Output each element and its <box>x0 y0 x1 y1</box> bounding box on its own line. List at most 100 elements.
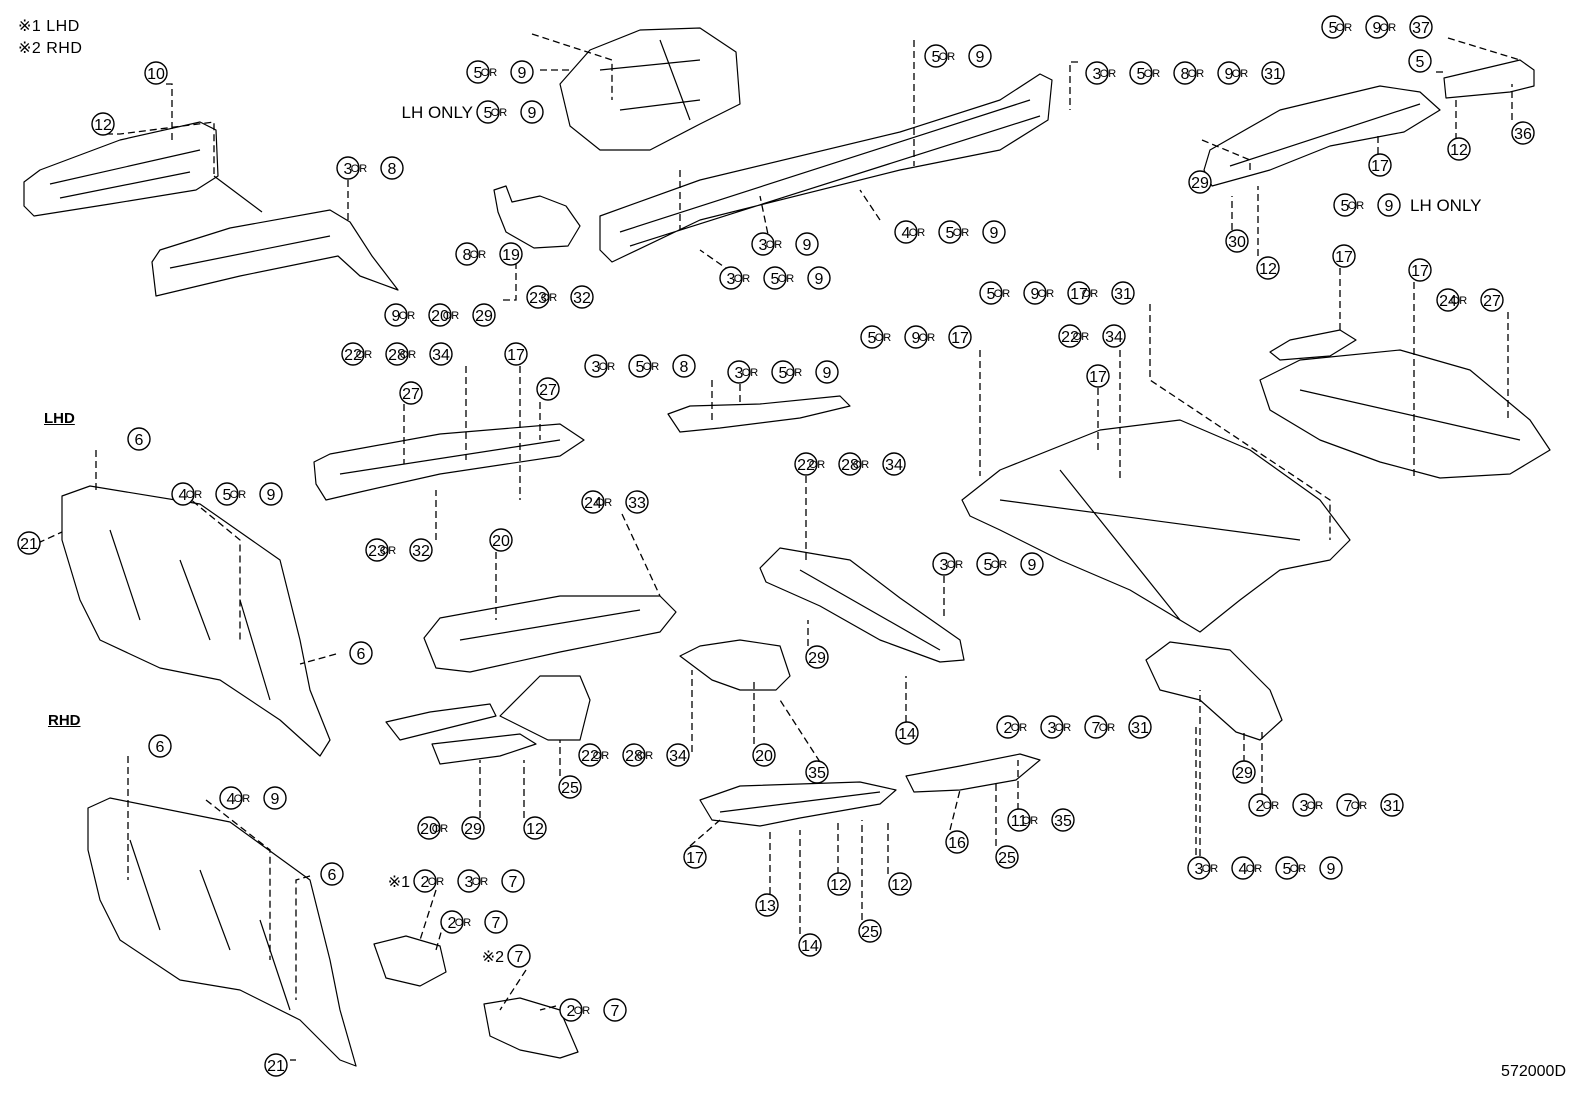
svg-text:3: 3 <box>344 161 353 178</box>
svg-text:32: 32 <box>573 290 591 307</box>
svg-text:12: 12 <box>526 821 544 838</box>
part-number: 25 <box>858 919 882 943</box>
svg-text:9: 9 <box>823 365 832 382</box>
or-separator: OR <box>470 249 487 261</box>
part-number: 30 <box>1225 229 1249 253</box>
or-separator: OR <box>637 750 654 762</box>
or-separator: OR <box>1336 22 1353 34</box>
part-number: 20 <box>489 528 513 552</box>
or-separator: OR <box>351 163 368 175</box>
or-separator: OR <box>947 559 964 571</box>
part-number: 17 <box>948 325 972 349</box>
part-number: 37 <box>1409 15 1433 39</box>
callout-29: 29 <box>1188 170 1212 194</box>
callout-21: 21 <box>264 1053 288 1077</box>
callout-6: 6 <box>127 427 151 451</box>
part-number: 23 <box>526 285 550 309</box>
svg-text:4: 4 <box>902 225 911 242</box>
svg-text:34: 34 <box>432 347 450 364</box>
svg-text:31: 31 <box>1383 798 1401 815</box>
or-separator: OR <box>1246 863 1263 875</box>
svg-text:24: 24 <box>584 495 602 512</box>
or-separator: OR <box>953 227 970 239</box>
svg-text:34: 34 <box>669 748 687 765</box>
part-number: 5 <box>476 100 500 124</box>
svg-text:33: 33 <box>628 495 646 512</box>
panel-part <box>679 639 791 691</box>
svg-text:9: 9 <box>1225 66 1234 83</box>
or-separator: OR <box>428 876 445 888</box>
svg-text:5: 5 <box>474 65 483 82</box>
svg-text:28: 28 <box>388 347 406 364</box>
callout-17: 17 <box>1408 258 1432 282</box>
part-number: 13 <box>755 893 779 917</box>
leader-line <box>859 189 881 221</box>
part-number: 4 <box>219 786 243 810</box>
svg-text:16: 16 <box>948 835 966 852</box>
svg-text:17: 17 <box>1371 158 1389 175</box>
svg-text:2: 2 <box>567 1003 576 1020</box>
callout-27: 27 <box>536 377 560 401</box>
leader-line <box>37 531 63 544</box>
part-number: 33 <box>625 490 649 514</box>
svg-text:9: 9 <box>1028 557 1037 574</box>
or-separator: OR <box>541 292 558 304</box>
svg-text:9: 9 <box>392 308 401 325</box>
svg-text:31: 31 <box>1264 66 1282 83</box>
svg-text:35: 35 <box>1054 813 1072 830</box>
note-lhd: ※1 LHD <box>18 18 80 35</box>
svg-text:20: 20 <box>492 533 510 550</box>
part-number: 5 <box>1321 15 1345 39</box>
svg-text:5: 5 <box>946 225 955 242</box>
part-number: 5 <box>763 266 787 290</box>
part-number: 24 <box>581 490 605 514</box>
svg-text:29: 29 <box>1191 175 1209 192</box>
or-separator: OR <box>809 459 826 471</box>
part-number: 16 <box>945 830 969 854</box>
panel-part <box>313 423 585 501</box>
or-separator: OR <box>1307 800 1324 812</box>
svg-text:10: 10 <box>147 66 165 83</box>
svg-text:5: 5 <box>984 557 993 574</box>
part-number: 5 <box>860 325 884 349</box>
svg-text:12: 12 <box>830 877 848 894</box>
or-separator: OR <box>1055 722 1072 734</box>
callout-29: 29 <box>805 645 829 669</box>
side-label-rhd: RHD <box>48 712 81 729</box>
svg-text:28: 28 <box>841 457 859 474</box>
part-number: 9 <box>904 325 928 349</box>
svg-text:4: 4 <box>1239 861 1248 878</box>
part-number: 9 <box>1365 15 1389 39</box>
leader-line <box>1069 61 1078 110</box>
svg-text:3: 3 <box>465 874 474 891</box>
or-separator: OR <box>356 349 373 361</box>
svg-text:22: 22 <box>581 748 599 765</box>
part-number: 35 <box>805 760 829 784</box>
svg-text:9: 9 <box>990 225 999 242</box>
part-number: 34 <box>429 342 453 366</box>
svg-text:9: 9 <box>271 791 280 808</box>
svg-text:17: 17 <box>1411 263 1429 280</box>
svg-text:36: 36 <box>1514 126 1532 143</box>
part-number: 6 <box>148 734 172 758</box>
or-separator: OR <box>734 273 751 285</box>
svg-text:9: 9 <box>1031 286 1040 303</box>
or-separator: OR <box>574 1005 591 1017</box>
panel-part <box>961 419 1351 633</box>
part-number: 12 <box>888 872 912 896</box>
svg-text:17: 17 <box>507 347 525 364</box>
part-number: 12 <box>523 816 547 840</box>
part-number: 29 <box>1188 170 1212 194</box>
part-number: 14 <box>895 721 919 745</box>
svg-text:2: 2 <box>448 915 457 932</box>
leader-line <box>949 789 961 831</box>
leader-line <box>621 513 661 597</box>
part-number: 21 <box>264 1053 288 1077</box>
